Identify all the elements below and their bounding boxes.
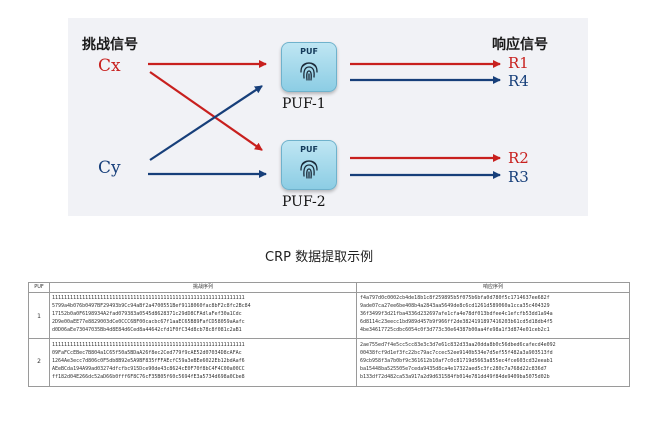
puf2-chip: PUF	[281, 140, 337, 190]
crp-data-table: PUF 挑战序列 响应序列 1 111111111111111111111111…	[28, 282, 630, 387]
response-cell: 6d8114c23eecc1bd989d457b9f966ff2de382419…	[360, 319, 553, 325]
arrow-cy-to-puf1	[149, 85, 263, 161]
output-r4-label: R4	[508, 72, 529, 90]
arrow-cx-to-puf2	[149, 71, 263, 151]
response-cell: b133df72d482ca53a917a2d9d631584fb014e781…	[360, 374, 550, 380]
row-index: 2	[37, 358, 41, 365]
output-r3-label: R3	[508, 168, 529, 186]
header-response: 响应序列	[357, 283, 629, 293]
response-cell: 9ade07ca27ee6be408b4a2843aa5649de8c6cd12…	[360, 303, 550, 309]
challenge-signal-label: 挑战信号	[82, 37, 138, 53]
table-caption: CRP 数据提取示例	[265, 250, 374, 265]
challenge-cell: d0D06aEe73047035Bb4d8E84d6Ced8a44642cfd1…	[52, 327, 242, 333]
response-cell: 2ae755ed7f4e5cc5cc83e3c3d7e61c832d33aa20…	[360, 342, 556, 348]
challenge-cell: 1111111111111111111111111111111111111111…	[52, 295, 245, 301]
response-cell: 36f3499f3d21fba4336d232697afe1cfa4e78df0…	[360, 311, 553, 317]
challenge-cell: ff182d04E266dc52aD66b0fff6F8C76cF35B05f6…	[52, 374, 245, 380]
input-cx-label: Cx	[98, 56, 121, 76]
challenge-cell: 17152b0a0F6198934A2fad079383a0545d862837…	[52, 311, 242, 317]
signal-arrows	[148, 60, 501, 179]
fingerprint-icon	[300, 160, 318, 179]
response-signal-label: 响应信号	[492, 37, 548, 53]
challenge-cell: 1264Ae3ecc7d806c0F5db8B92e5A9BF835fFFAEc…	[52, 358, 245, 364]
challenge-cell: 5799a4b076b0497BF29493b9Cc94aBf2a4700551…	[52, 303, 251, 309]
response-cell: 69cb958f3a7b0bf9c361612b10af7c0c81719d56…	[360, 358, 553, 364]
response-cell: 4be34617725cdbc6054c0f3d773c30e64387b00a…	[360, 327, 550, 333]
puf1-chip: PUF	[281, 42, 337, 92]
fingerprint-icon	[300, 62, 318, 81]
puf2-name: PUF-2	[282, 194, 326, 210]
output-r2-label: R2	[508, 149, 529, 167]
challenge-cell: 2D9e00aEE77e8829003dCe0CCC6BF00cacbc67f1…	[52, 319, 245, 325]
puf1-badge: PUF	[300, 47, 318, 56]
row-index: 1	[37, 313, 41, 320]
output-r1-label: R1	[508, 54, 529, 72]
puf2-badge: PUF	[300, 145, 318, 154]
challenge-cell: 09FaFCcEBec7B804a1C65f50a5BDaA26f8ec2Ced…	[52, 350, 242, 356]
challenge-cell: 1111111111111111111111111111111111111111…	[52, 342, 245, 348]
puf1-name: PUF-1	[282, 96, 326, 112]
input-cy-label: Cy	[98, 158, 121, 178]
response-cell: f4a797d0c0002cb4de18b1c8f259895b5f075b6b…	[360, 295, 550, 301]
response-cell: ba15448ba525505e7ceda9435d8ca4e17322aed5…	[360, 366, 547, 372]
header-puf: PUF	[29, 283, 49, 293]
response-cell: 00438fcf9d1ef3fc22bc79ac7ccec52ee9140b53…	[360, 350, 553, 356]
header-challenge: 挑战序列	[50, 283, 356, 293]
challenge-cell: AEeBCda194A99ad03274dfcfbc915Dce90de43c8…	[52, 366, 245, 372]
